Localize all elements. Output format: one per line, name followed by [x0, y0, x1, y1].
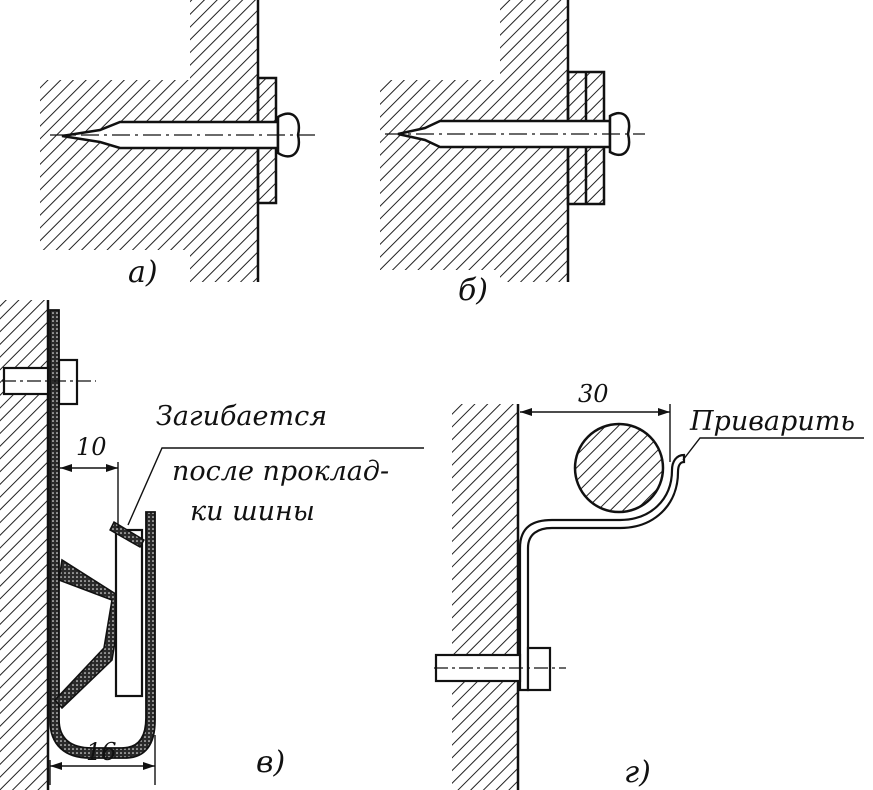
leader-weld [682, 437, 864, 461]
nut-v [57, 358, 79, 406]
bent-tab [109, 521, 145, 548]
figure-v: 10 16 Загибается после проклад- ки шины … [0, 300, 424, 790]
figure-g: 30 Приварить г) [434, 380, 864, 790]
label-b: б) [458, 273, 488, 308]
label-a: а) [128, 255, 158, 290]
bracket-strip [518, 453, 686, 692]
round-bus [573, 422, 665, 514]
dim-gap: 10 [76, 433, 107, 461]
wall-g [452, 404, 518, 790]
figure-a: а) [40, 0, 315, 290]
note-weld: Приварить [689, 406, 855, 437]
label-g: г) [624, 755, 651, 790]
note-after-1: после проклад- [172, 456, 389, 487]
label-v: в) [256, 745, 285, 780]
dim-radius: 30 [578, 380, 609, 408]
nut-g [526, 646, 552, 692]
spring-zigzag [53, 558, 123, 710]
figure-b: б) [380, 0, 645, 308]
leader-bent [127, 447, 424, 526]
clamp-strip [49, 309, 156, 759]
bus-bar [114, 528, 144, 698]
dim-width: 16 [86, 738, 117, 766]
note-bent: Загибается [156, 401, 327, 432]
note-after-2: ки шины [190, 496, 315, 527]
